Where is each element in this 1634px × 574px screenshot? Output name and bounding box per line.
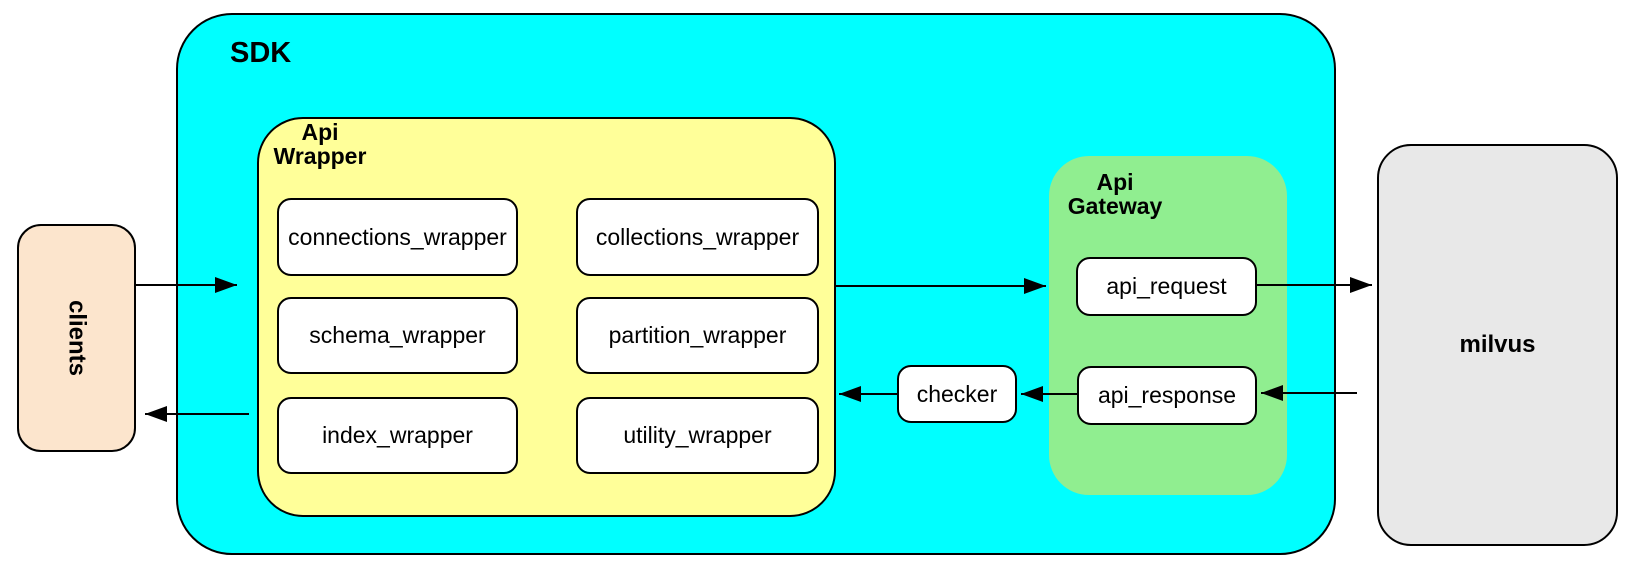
clients-node: clients	[17, 224, 136, 452]
wrapper-box-partition: partition_wrapper	[576, 297, 819, 374]
clients-label: clients	[63, 299, 91, 377]
api-gateway-label-line2: Gateway	[1067, 193, 1163, 219]
sdk-label: SDK	[230, 37, 292, 69]
api-gateway-label: Api Gateway	[1055, 170, 1175, 218]
wrapper-box-schema: schema_wrapper	[277, 297, 518, 374]
api-wrapper-label: Api Wrapper	[257, 120, 383, 168]
gateway-box-api-request: api_request	[1076, 257, 1257, 316]
api-gateway-label-line1: Api	[1096, 169, 1134, 195]
wrapper-box-collections: collections_wrapper	[576, 198, 819, 276]
milvus-node: milvus	[1377, 144, 1618, 546]
milvus-label: milvus	[1459, 331, 1536, 358]
api-wrapper-label-line1: Api	[301, 119, 339, 145]
api-gateway-container	[1049, 156, 1287, 495]
gateway-box-api-response: api_response	[1077, 366, 1257, 425]
api-wrapper-label-line2: Wrapper	[273, 143, 367, 169]
wrapper-box-connections: connections_wrapper	[277, 198, 518, 276]
wrapper-box-index: index_wrapper	[277, 397, 518, 474]
wrapper-box-utility: utility_wrapper	[576, 397, 819, 474]
checker-node: checker	[897, 365, 1017, 423]
